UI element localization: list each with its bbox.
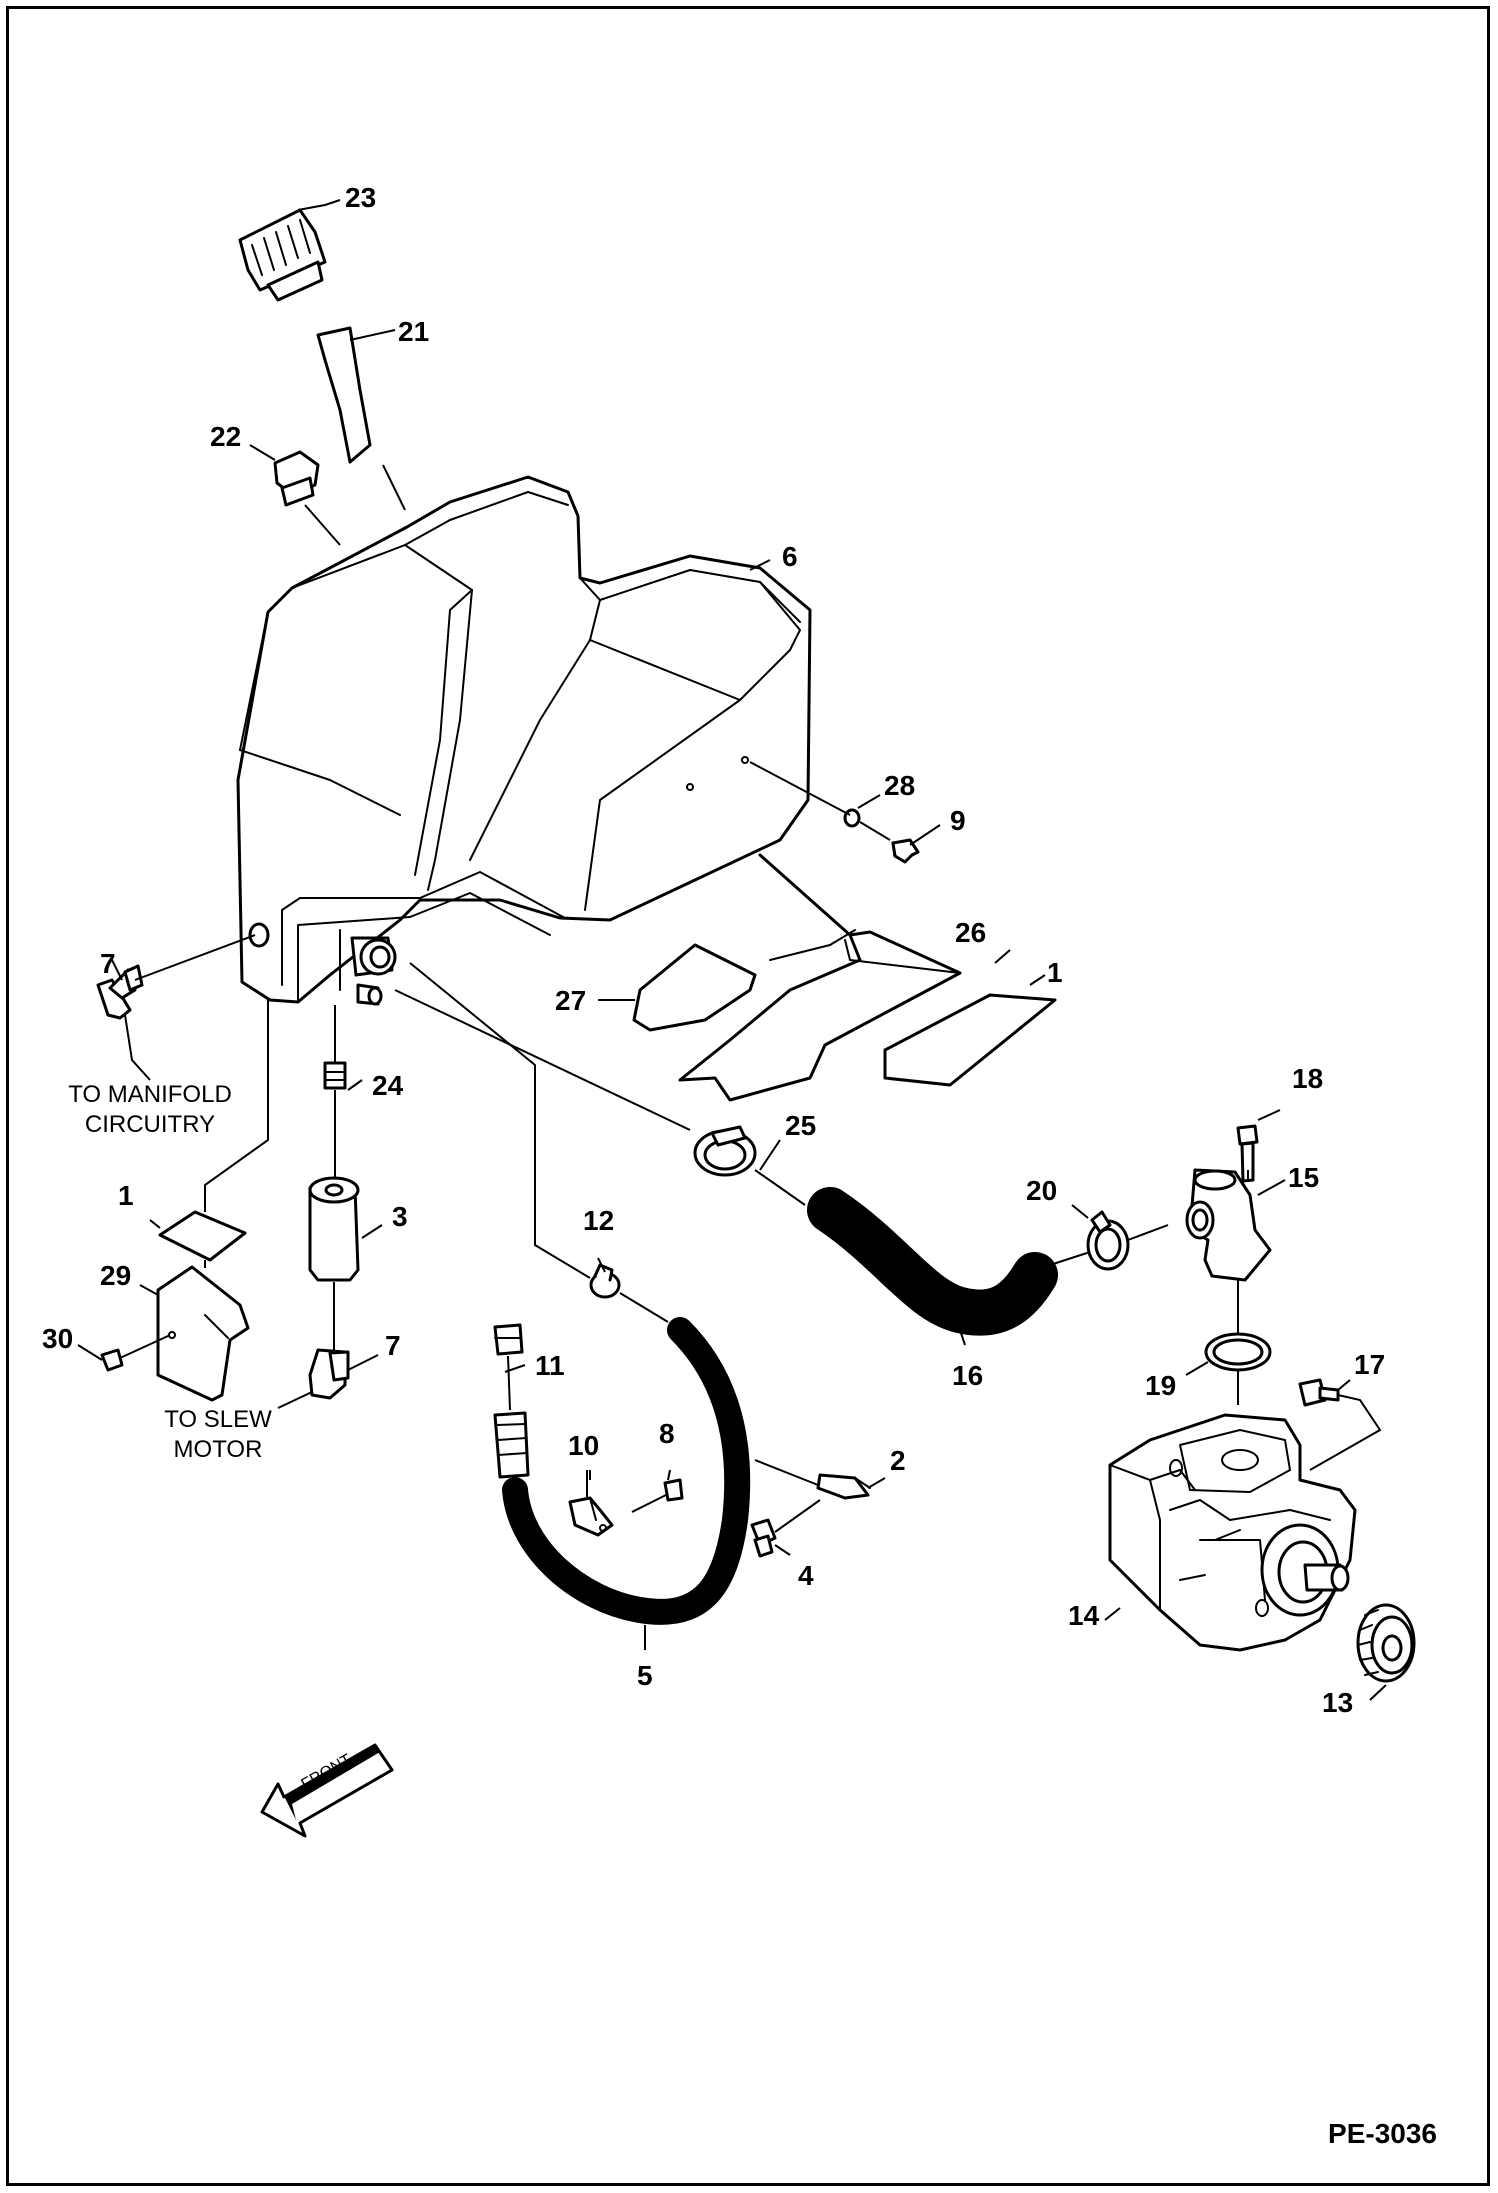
- clamp-10: [568, 1496, 614, 1537]
- gear-13: [1356, 1603, 1416, 1683]
- callout-27: 27: [555, 985, 586, 1016]
- leader-line: [124, 1014, 151, 1081]
- callout-29: 29: [100, 1260, 131, 1291]
- filler-hose: [316, 326, 372, 464]
- leader-line: [409, 962, 669, 1323]
- bolt-17: [1298, 1378, 1340, 1407]
- bolt-18: [1236, 1124, 1259, 1183]
- callout-10: 10: [568, 1430, 599, 1461]
- drawing-code: PE-3036: [1328, 2118, 1437, 2149]
- callout-3: 3: [392, 1201, 408, 1232]
- clamp-20: [1086, 1210, 1130, 1271]
- leader-line: [749, 761, 891, 841]
- leader-line: [1309, 1394, 1382, 1471]
- callout-20: 20: [1026, 1175, 1057, 1206]
- pad-27: [632, 943, 757, 1032]
- callout-leaders: [77, 199, 1387, 1701]
- filter-3: [308, 1176, 360, 1282]
- callout-22: 22: [210, 421, 241, 452]
- callout-13: 13: [1322, 1687, 1353, 1718]
- callout-4: 4: [798, 1560, 814, 1591]
- bracket-29: [156, 1265, 250, 1402]
- callout-12: 12: [583, 1205, 614, 1236]
- callout-2: 2: [890, 1445, 906, 1476]
- clamp-2: [816, 1473, 871, 1500]
- leader-line: [277, 1391, 313, 1409]
- callout-25: 25: [785, 1110, 816, 1141]
- callout-17: 17: [1354, 1349, 1385, 1380]
- breather-plug: [273, 450, 320, 507]
- callout-26: 26: [955, 917, 986, 948]
- pad-26: [678, 853, 962, 1102]
- o-ring-19: [1204, 1332, 1272, 1372]
- fitting-11: [493, 1323, 530, 1479]
- bolt-8: [631, 1478, 684, 1513]
- front-direction-arrow: FRONT: [260, 1743, 394, 1838]
- callout-28: 28: [884, 770, 915, 801]
- leader-line: [333, 1005, 336, 1350]
- fitting-4: [750, 1518, 777, 1558]
- callout-15: 15: [1288, 1162, 1319, 1193]
- callout-16: 16: [952, 1360, 983, 1391]
- leader-line: [304, 504, 341, 546]
- callout-11: 11: [535, 1350, 565, 1381]
- note-to-slew-line2: MOTOR: [174, 1436, 263, 1463]
- callout-6: 6: [782, 541, 798, 572]
- leader-line: [204, 998, 269, 1268]
- fitting-24: [323, 1061, 347, 1090]
- leader-line: [754, 1459, 821, 1533]
- callout-21: 21: [398, 316, 429, 347]
- callout-19: 19: [1145, 1370, 1176, 1401]
- callout-18: 18: [1292, 1063, 1323, 1094]
- note-to-slew-line1: TO SLEW: [164, 1406, 272, 1433]
- leader-line: [382, 464, 406, 511]
- hose-5: [502, 1317, 751, 1625]
- leader-line: [134, 934, 256, 981]
- callout-7-lower: 7: [385, 1330, 401, 1361]
- drawing-border: [6, 6, 1490, 2186]
- elbow-15: [1185, 1168, 1272, 1282]
- callout-8: 8: [659, 1418, 675, 1449]
- leader-line: [1237, 1170, 1249, 1405]
- callout-23: 23: [345, 182, 376, 213]
- leader-line: [1049, 1224, 1169, 1266]
- note-to-manifold-line2: CIRCUITRY: [85, 1111, 215, 1138]
- elbow-fitting-7-lower: [308, 1348, 350, 1400]
- clamp-25: [693, 1125, 757, 1177]
- callout-7-upper: 7: [100, 948, 116, 979]
- hydraulic-tank: [236, 475, 812, 1006]
- pump-14: [1108, 1413, 1357, 1652]
- bolt-30: [100, 1335, 169, 1372]
- pad-1-upper: [883, 993, 1057, 1087]
- callout-5: 5: [637, 1660, 653, 1691]
- note-to-manifold-line1: TO MANIFOLD: [68, 1081, 232, 1108]
- callout-9: 9: [950, 805, 966, 836]
- elbow-fitting-7-upper: [96, 964, 144, 1020]
- callout-14: 14: [1068, 1600, 1100, 1631]
- callout-labels: 23 21 22 6 28 9 26 1 27 7 24 3 1 29 30 7…: [42, 182, 1385, 1718]
- clamp-12: [589, 1263, 621, 1299]
- pad-1-lower: [158, 1210, 247, 1262]
- callout-30: 30: [42, 1323, 73, 1354]
- hose-16: [807, 1187, 1058, 1336]
- leader-line: [754, 1169, 806, 1206]
- callout-1-upper: 1: [1047, 957, 1063, 988]
- callout-24: 24: [372, 1070, 404, 1101]
- callout-1-lower: 1: [118, 1180, 134, 1211]
- leader-line: [394, 989, 691, 1131]
- filler-cap: [238, 208, 327, 302]
